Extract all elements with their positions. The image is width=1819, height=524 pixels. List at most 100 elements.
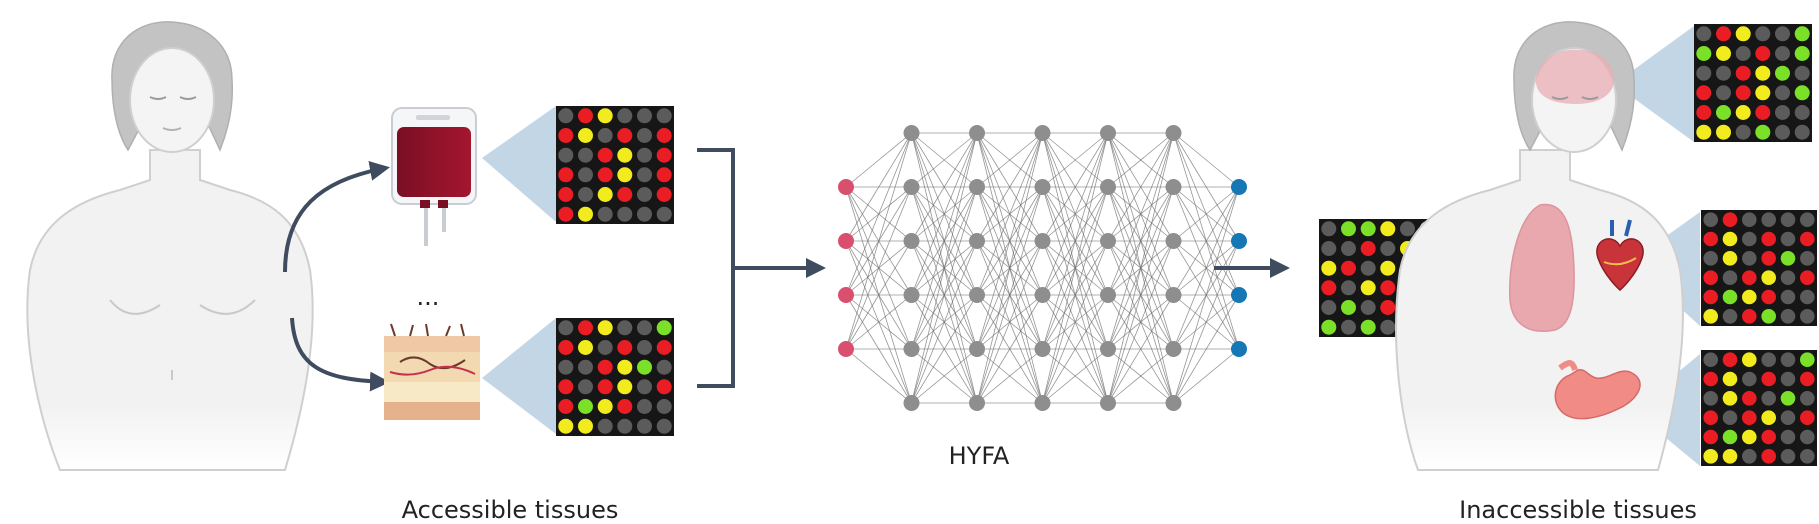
matrix-cell bbox=[1780, 391, 1796, 406]
hidden-node bbox=[1165, 233, 1182, 249]
left-face bbox=[129, 47, 215, 153]
matrix-cell bbox=[1696, 46, 1712, 61]
output-node bbox=[1231, 179, 1247, 195]
hidden-node bbox=[969, 395, 985, 411]
hidden-node bbox=[1100, 287, 1116, 303]
network-edge bbox=[911, 132, 978, 404]
matrix-cell bbox=[597, 147, 613, 163]
matrix-cell bbox=[597, 167, 613, 183]
matrix-cell bbox=[1780, 270, 1796, 286]
network-edge bbox=[1107, 186, 1174, 404]
matrix-cell bbox=[1794, 124, 1810, 140]
network-edge bbox=[976, 132, 1043, 242]
matrix-cell bbox=[1321, 300, 1337, 315]
network-edges bbox=[845, 132, 1240, 404]
matrix-cell bbox=[1780, 289, 1796, 305]
matrix-cell bbox=[1716, 124, 1731, 140]
matrix-cell bbox=[1755, 26, 1771, 42]
matrix-cell bbox=[1341, 241, 1356, 256]
matrix-cell bbox=[637, 206, 652, 222]
matrix-cell bbox=[1775, 46, 1790, 61]
network-edge bbox=[976, 132, 1043, 350]
matrix-cell bbox=[617, 187, 633, 202]
skin-subcutis bbox=[384, 382, 480, 402]
matrix-cell bbox=[1716, 105, 1731, 120]
left-eyes bbox=[149, 96, 197, 100]
hidden-node bbox=[903, 233, 920, 249]
left-body-figure bbox=[26, 21, 314, 471]
cone-blood bbox=[482, 106, 556, 222]
matrix-cell bbox=[1742, 212, 1757, 227]
matrix-cell bbox=[1755, 124, 1771, 140]
right-heart bbox=[1596, 219, 1644, 291]
hidden-node bbox=[1165, 287, 1182, 303]
matrix-cell bbox=[1716, 26, 1731, 42]
matrix-cell bbox=[1703, 352, 1718, 368]
matrix-cell bbox=[578, 320, 593, 336]
matrix-cell bbox=[1755, 85, 1771, 101]
network-edge bbox=[976, 132, 1043, 188]
hidden-node bbox=[1034, 125, 1051, 141]
matrix-cell bbox=[1780, 212, 1796, 227]
network-edge bbox=[1042, 240, 1109, 404]
network-edge bbox=[1042, 132, 1109, 188]
ellipsis-label: ... bbox=[417, 283, 440, 311]
matrix-cell bbox=[1703, 270, 1718, 286]
matrix-cell bbox=[637, 187, 652, 202]
matrix-cell bbox=[1735, 124, 1751, 140]
matrix-cell bbox=[1780, 309, 1796, 324]
matrix-cell bbox=[1761, 250, 1776, 266]
blood-bag-hanger bbox=[416, 115, 450, 120]
matrix-cell bbox=[1800, 289, 1815, 305]
matrix-cell bbox=[558, 128, 574, 143]
matrix-cell bbox=[1800, 250, 1815, 266]
matrix-cell bbox=[1360, 260, 1376, 276]
matrix-cell bbox=[597, 399, 613, 414]
network-edge bbox=[1173, 186, 1240, 350]
hidden-node bbox=[903, 395, 920, 411]
matrix-cell bbox=[1696, 105, 1712, 120]
matrix-cell bbox=[656, 147, 672, 163]
matrix-cell bbox=[617, 418, 633, 434]
matrix-cell bbox=[578, 128, 593, 143]
matrix-cell bbox=[1703, 371, 1718, 387]
output-node bbox=[1231, 233, 1247, 249]
matrix-cell bbox=[1722, 231, 1738, 247]
matrix-cell bbox=[1742, 429, 1757, 445]
matrix-cell bbox=[1696, 85, 1712, 101]
matrix-cell bbox=[1716, 65, 1731, 81]
matrix-cell bbox=[1321, 319, 1337, 335]
matrix-cell bbox=[1800, 309, 1815, 324]
matrix-cell bbox=[617, 108, 633, 124]
matrix-cell bbox=[637, 340, 652, 355]
matrix-cell bbox=[1780, 429, 1796, 445]
matrix-cell bbox=[637, 418, 652, 434]
network-edge bbox=[1042, 348, 1109, 404]
matrix-cell bbox=[1380, 260, 1396, 276]
matrix-cell bbox=[1761, 289, 1776, 305]
matrix-cell bbox=[656, 399, 672, 414]
blood-bag-fill bbox=[397, 127, 471, 197]
matrix-cell bbox=[578, 399, 593, 414]
network-edge bbox=[1173, 186, 1240, 296]
matrix-cell bbox=[1742, 391, 1757, 406]
matrix-cell bbox=[1800, 449, 1815, 464]
hidden-node bbox=[969, 179, 985, 195]
matrix-cell bbox=[617, 206, 633, 222]
hidden-node bbox=[1165, 341, 1182, 357]
input-node bbox=[838, 179, 854, 195]
network-edge bbox=[1042, 294, 1109, 404]
matrix-cell bbox=[1735, 46, 1751, 61]
hidden-node bbox=[1100, 395, 1116, 411]
cone-brain bbox=[1614, 26, 1694, 142]
skin-hairs bbox=[390, 323, 466, 370]
neural-network bbox=[838, 125, 1247, 411]
matrix-cell bbox=[617, 340, 633, 355]
matrix-cell bbox=[1761, 352, 1776, 368]
matrix-cell bbox=[1380, 241, 1396, 256]
matrix-cell bbox=[578, 206, 593, 222]
network-edge bbox=[1042, 132, 1109, 350]
matrix-cell bbox=[597, 187, 613, 202]
blood-bag-tube-left bbox=[424, 204, 428, 246]
